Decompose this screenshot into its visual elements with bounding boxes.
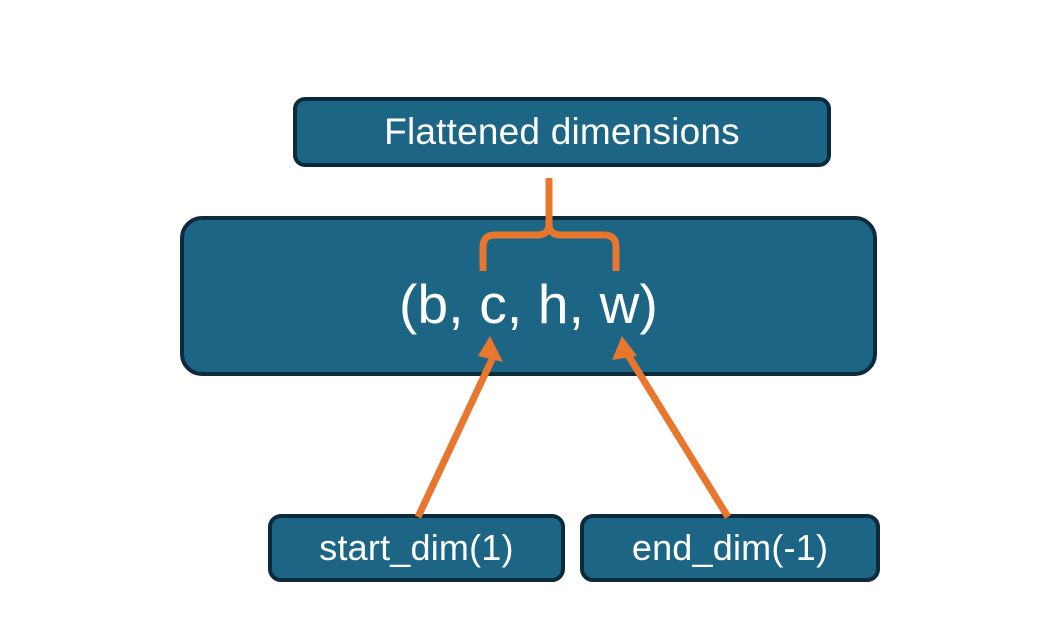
end-dim-label: end_dim(-1) — [631, 527, 829, 568]
end-dim-node: end_dim(-1) — [580, 514, 880, 582]
start-dim-node: start_dim(1) — [268, 514, 565, 582]
tensor-shape-label: (b, c, h, w) — [398, 273, 659, 335]
arrow-end-dim-to-w-line — [625, 353, 731, 519]
flattened-dimensions-node: Flattened dimensions — [293, 97, 831, 167]
arrow-start-dim-to-c-line — [414, 353, 498, 519]
flattened-dimensions-label: Flattened dimensions — [384, 111, 740, 152]
start-dim-label: start_dim(1) — [319, 527, 514, 568]
tensor-shape-node: (b, c, h, w) — [180, 216, 877, 376]
